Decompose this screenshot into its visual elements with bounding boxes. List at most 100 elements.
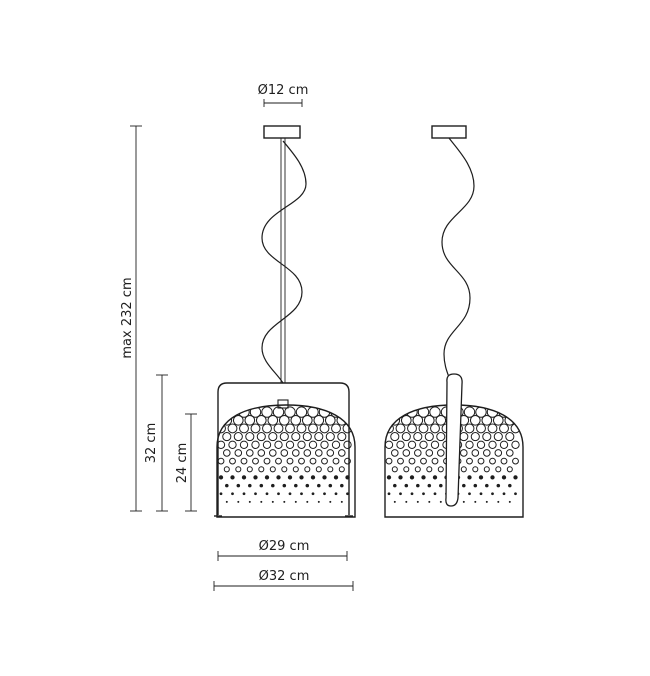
- shade-perforation: [493, 432, 503, 442]
- shade-perforation: [228, 440, 237, 449]
- shade-perforation: [341, 406, 354, 418]
- shade-perforation: [514, 492, 517, 496]
- shade-perforation: [469, 414, 481, 426]
- shade-perforation: [271, 500, 274, 503]
- shade-perforation: [508, 483, 512, 488]
- shade-perforation: [429, 406, 441, 418]
- shade-perforation: [240, 457, 248, 465]
- shade-perforation: [482, 432, 492, 442]
- shade-perforation: [277, 492, 280, 496]
- shade-perforation: [499, 423, 509, 434]
- shade-perforation: [506, 466, 513, 473]
- shade-perforation: [314, 432, 324, 442]
- shade-perforation: [299, 475, 304, 480]
- shade-perforation: [231, 492, 234, 496]
- shade-perforation: [404, 483, 409, 488]
- lamp-front-view: [214, 125, 356, 518]
- lamp-side-view: [384, 125, 524, 518]
- shade-perforation: [242, 492, 246, 496]
- shade-perforation: [391, 466, 398, 473]
- shade-perforation: [234, 449, 243, 457]
- shade-perforation: [334, 492, 338, 496]
- shade-perforation: [340, 500, 343, 503]
- shade-perforation: [422, 492, 425, 496]
- shade-perforation: [426, 466, 433, 473]
- shade-perforation: [274, 440, 283, 449]
- shade-perforation: [268, 432, 278, 442]
- shade-perforation: [294, 500, 297, 503]
- shade-perforation: [460, 466, 467, 473]
- shade-perforation: [303, 449, 312, 457]
- shade-perforation: [279, 432, 289, 442]
- max-height-dimension: max 232 cm: [120, 125, 142, 512]
- shade-perforation: [269, 466, 276, 473]
- shade-perforation: [483, 466, 490, 473]
- shade-perforation: [305, 483, 310, 488]
- shade-perforation: [248, 483, 252, 488]
- frame-diameter-label: Ø32 cm: [259, 569, 310, 584]
- shade-perforation: [472, 466, 479, 473]
- shade-perforation: [269, 449, 277, 457]
- shade-perforation: [326, 449, 335, 457]
- shade-perforation: [276, 475, 281, 480]
- shade-perforation: [263, 457, 271, 465]
- shade-perforation: [462, 483, 466, 488]
- shade-perforation: [221, 414, 233, 426]
- shade-perforation: [327, 466, 334, 473]
- shade-perforation: [495, 466, 502, 473]
- shade-perforation: [271, 483, 275, 488]
- shade-perforation: [239, 440, 249, 449]
- shade-perforation: [317, 483, 321, 488]
- shade-perforation: [245, 432, 255, 442]
- shade-perforation: [421, 475, 426, 480]
- shade-perforation: [431, 457, 439, 465]
- shade-perforation: [241, 475, 247, 480]
- shade-perforation: [402, 449, 411, 457]
- shade-perforation: [470, 432, 480, 442]
- shade-perforation: [302, 432, 312, 442]
- shade-perforation: [481, 414, 493, 426]
- shade-perforation: [485, 483, 489, 488]
- shade-perforation: [258, 466, 265, 473]
- shade-perforation: [306, 500, 309, 503]
- shade-perforation: [235, 466, 242, 473]
- shade-perforation: [331, 440, 341, 449]
- shade-perforation: [479, 492, 483, 496]
- shade-perforation: [290, 414, 302, 426]
- shade-perforation: [511, 440, 520, 449]
- shade-perforation: [295, 406, 308, 418]
- shade-perforation: [267, 414, 279, 426]
- shade-perforation: [253, 475, 258, 480]
- shade-perforation: [477, 457, 485, 465]
- shade-perforation: [285, 440, 295, 449]
- shade-perforation: [437, 449, 445, 457]
- shade-perforation: [467, 475, 472, 480]
- shade-perforation: [284, 406, 296, 418]
- shade-perforation: [485, 500, 488, 503]
- shade-perforation: [391, 449, 399, 457]
- shade-perforation: [280, 449, 289, 457]
- shade-perforation: [275, 457, 282, 465]
- shade-perforation: [300, 492, 303, 496]
- shade-perforation: [346, 492, 349, 496]
- shade-perforation: [508, 500, 511, 503]
- shade-perforation: [287, 475, 293, 480]
- shade-perforation: [325, 432, 335, 442]
- shade-perforation: [414, 449, 422, 457]
- shade-perforation: [478, 475, 484, 480]
- shade-perforation: [420, 457, 427, 465]
- shade-perforation: [399, 492, 402, 496]
- shade-perforation: [490, 475, 495, 480]
- shade-perforation: [296, 423, 307, 434]
- shade-perforation: [425, 449, 434, 457]
- shade-perforation: [236, 483, 241, 488]
- shade-perforation: [261, 406, 273, 418]
- shade-perforation: [264, 475, 270, 480]
- shade-perforation: [476, 440, 486, 449]
- shade-perforation: [292, 466, 299, 473]
- shade-perforation: [393, 483, 397, 488]
- shade-perforation: [500, 457, 508, 465]
- frame-diameter-dimension: Ø32 cm: [213, 569, 354, 591]
- shade-perforation: [408, 457, 416, 465]
